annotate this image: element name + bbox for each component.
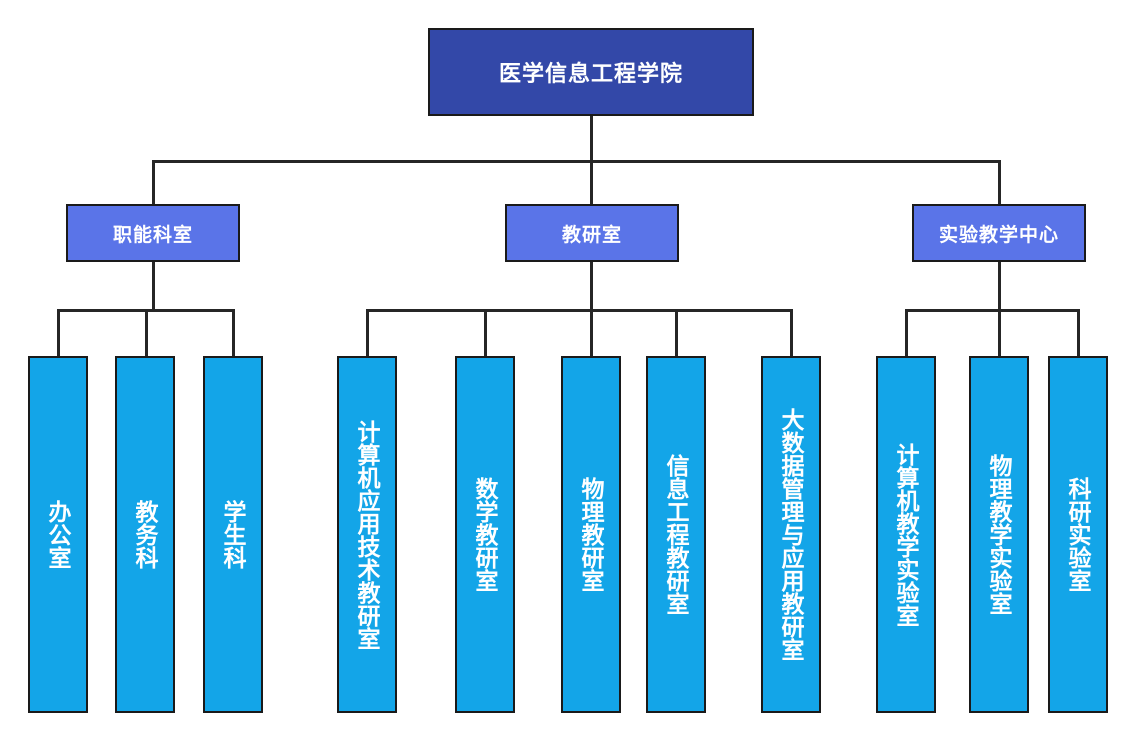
node-unit-label: 教务科 bbox=[132, 500, 158, 569]
node-division-label: 教研室 bbox=[561, 224, 622, 246]
connector-drop-g3-3 bbox=[1077, 309, 1080, 358]
node-unit-computer-teaching-lab[interactable]: 计算机教学实验室 bbox=[876, 356, 936, 713]
node-division-teaching-research[interactable]: 教研室 bbox=[505, 204, 679, 262]
connector-drop-g1-2 bbox=[145, 309, 148, 358]
node-unit-label: 科研实验室 bbox=[1065, 477, 1091, 592]
connector-main-bus bbox=[152, 160, 1001, 163]
connector-drop-g3-1 bbox=[905, 309, 908, 358]
node-unit-label: 计算机应用技术教研室 bbox=[354, 419, 380, 650]
node-unit-office[interactable]: 办公室 bbox=[28, 356, 88, 713]
connector-bus-group-2 bbox=[366, 309, 793, 312]
connector-drop-g2-5 bbox=[790, 309, 793, 358]
node-root-label: 医学信息工程学院 bbox=[498, 61, 683, 86]
connector-drop-g1-1 bbox=[57, 309, 60, 358]
node-division-experimental-center[interactable]: 实验教学中心 bbox=[912, 204, 1086, 262]
connector-drop-g3-2 bbox=[998, 309, 1001, 358]
connector-drop-division-2 bbox=[590, 160, 593, 204]
connector-stem-group-2 bbox=[590, 262, 593, 311]
node-unit-label: 信息工程教研室 bbox=[663, 454, 689, 615]
node-unit-label: 学生科 bbox=[220, 500, 246, 569]
node-unit-label: 大数据管理与应用教研室 bbox=[778, 408, 804, 661]
node-unit-big-data-management[interactable]: 大数据管理与应用教研室 bbox=[761, 356, 821, 713]
connector-root-stem bbox=[590, 116, 593, 162]
node-unit-label: 办公室 bbox=[45, 500, 71, 569]
connector-drop-division-3 bbox=[998, 160, 1001, 204]
node-unit-label: 数学教研室 bbox=[472, 477, 498, 592]
connector-drop-g1-3 bbox=[232, 309, 235, 358]
connector-stem-group-3 bbox=[998, 262, 1001, 311]
node-unit-mathematics[interactable]: 数学教研室 bbox=[455, 356, 515, 713]
node-division-functional-departments[interactable]: 职能科室 bbox=[66, 204, 240, 262]
node-unit-label: 物理教学实验室 bbox=[986, 454, 1012, 615]
node-unit-physics-teaching-lab[interactable]: 物理教学实验室 bbox=[969, 356, 1029, 713]
node-unit-student-affairs[interactable]: 学生科 bbox=[203, 356, 263, 713]
node-unit-academic-affairs[interactable]: 教务科 bbox=[115, 356, 175, 713]
connector-drop-g2-2 bbox=[484, 309, 487, 358]
node-division-label: 实验教学中心 bbox=[938, 224, 1059, 246]
node-unit-computer-application-technology[interactable]: 计算机应用技术教研室 bbox=[337, 356, 397, 713]
connector-bus-group-3 bbox=[905, 309, 1080, 312]
node-unit-information-engineering[interactable]: 信息工程教研室 bbox=[646, 356, 706, 713]
connector-drop-g2-3 bbox=[590, 309, 593, 358]
node-unit-label: 物理教研室 bbox=[578, 477, 604, 592]
node-unit-physics[interactable]: 物理教研室 bbox=[561, 356, 621, 713]
connector-stem-group-1 bbox=[152, 262, 155, 311]
connector-drop-g2-4 bbox=[675, 309, 678, 358]
node-unit-research-lab[interactable]: 科研实验室 bbox=[1048, 356, 1108, 713]
node-root-college[interactable]: 医学信息工程学院 bbox=[428, 28, 754, 116]
connector-drop-g2-1 bbox=[366, 309, 369, 358]
node-division-label: 职能科室 bbox=[112, 224, 193, 246]
node-unit-label: 计算机教学实验室 bbox=[893, 442, 919, 627]
connector-drop-division-1 bbox=[152, 160, 155, 204]
